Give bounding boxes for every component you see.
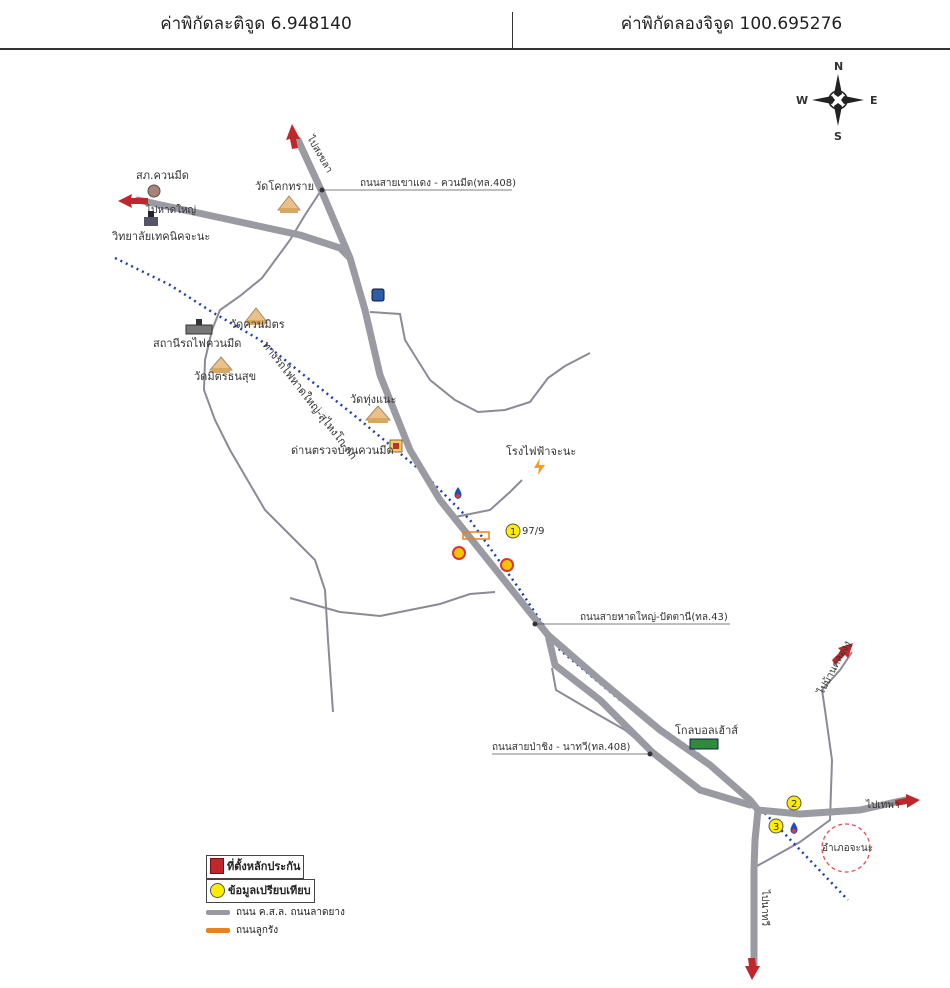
longitude-label: ค่าพิกัดลองจิจูด 100.695276 xyxy=(620,14,843,34)
marker-3[interactable]: 3 xyxy=(768,818,784,834)
police-icon xyxy=(147,184,161,198)
label-road-408-south: ถนนสายป่าชิง - นาทวี(ทล.408) xyxy=(492,741,630,753)
bank-icon xyxy=(371,288,385,302)
latitude-label: ค่าพิกัดละติจูด 6.948140 xyxy=(160,14,352,34)
label-police: สภ.ควนมีด xyxy=(136,169,189,182)
laterite-road-swatch xyxy=(206,927,230,933)
label-road-408-north: ถนนสายเขาแดง - ควนมีด(ทล.408) xyxy=(360,177,516,189)
checkpoint-icon xyxy=(389,439,403,453)
legend-comparison: ข้อมูลเปรียบเทียบ xyxy=(206,879,376,903)
temple-icon xyxy=(243,307,269,325)
legend-laterite-road: ถนนลูกรัง xyxy=(206,921,376,939)
legend-paved-road: ถนน ค.ส.ล. ถนนลาดยาง xyxy=(206,903,376,921)
marker-1-label: 97/9 xyxy=(522,526,544,537)
ptt-gas-icon xyxy=(790,822,798,834)
laterite-road-segment xyxy=(462,531,490,540)
marker-1[interactable]: 1 xyxy=(505,523,521,539)
shell-gas-icon xyxy=(452,546,466,560)
paved-road-swatch xyxy=(206,909,230,915)
label-global-house: โกลบอลเฮ้าส์ xyxy=(675,723,738,737)
label-road-43: ถนนสายหาดใหญ่-ปัตตานี(ทล.43) xyxy=(580,611,728,623)
ptt-gas-icon xyxy=(454,487,462,499)
label-station: สถานีรถไฟควนมีด xyxy=(153,337,241,350)
guarantee-swatch xyxy=(210,858,224,874)
label-wat-thung-nae: วัดทุ่งแนะ xyxy=(350,393,396,406)
label-district: อำเภอจะนะ xyxy=(822,843,873,854)
svg-text:3: 3 xyxy=(773,822,779,833)
label-wat-khuan-mit: วัดควนมิตร xyxy=(230,318,285,331)
compass-n: N xyxy=(834,60,843,73)
label-to-thepha: ไปเทพา xyxy=(865,799,900,811)
compass-s: S xyxy=(834,130,842,143)
coordinates-header: ค่าพิกัดละติจูด 6.948140 ค่าพิกัดลองจิจู… xyxy=(0,0,950,50)
train-station-icon xyxy=(185,319,213,335)
label-to-hatyai: ไปหาดใหญ่ xyxy=(145,204,196,216)
label-to-ban-khlong-ngu: ไปบ้านคลองงู xyxy=(815,639,854,698)
temple-icon xyxy=(276,195,302,213)
temple-icon xyxy=(208,356,234,373)
legend-guarantee: ที่ตั้งหลักประกัน xyxy=(206,855,376,879)
header-divider xyxy=(512,12,513,50)
school-icon xyxy=(144,211,158,226)
label-power-plant: โรงไฟฟ้าจะนะ xyxy=(506,444,576,458)
location-map[interactable]: N S E W ทางรถไฟหาดใหญ่-สุไหงโก-ลก ไปสงขล… xyxy=(0,50,950,988)
svg-text:1: 1 xyxy=(510,527,516,538)
comparison-swatch xyxy=(210,882,225,898)
global-house-icon xyxy=(689,738,719,750)
district-circle xyxy=(821,823,871,873)
power-plant-icon xyxy=(534,458,545,475)
compass-w: W xyxy=(796,94,808,107)
temple-icon xyxy=(364,405,392,423)
marker-2[interactable]: 2 xyxy=(786,795,802,811)
minor-roads xyxy=(202,191,853,867)
compass-rose-icon: N S E W xyxy=(796,60,878,143)
compass-e: E xyxy=(870,94,878,107)
map-legend: ที่ตั้งหลักประกัน ข้อมูลเปรียบเทียบ ถนน … xyxy=(206,855,376,939)
svg-text:2: 2 xyxy=(791,799,797,810)
railway-line xyxy=(114,256,849,901)
label-to-natawee: ไปนาทวี xyxy=(759,889,771,926)
direction-arrow-icon xyxy=(118,124,920,980)
main-roads xyxy=(134,136,909,969)
label-college: วิทยาลัยเทคนิคจะนะ xyxy=(111,230,210,243)
label-wat-khok-sai: วัดโคกทราย xyxy=(255,179,314,193)
label-wat-mit-thon: วัดมิตรธนสุข xyxy=(194,370,256,383)
label-checkpoint: ด่านตรวจบ้านควนมีด xyxy=(291,444,394,457)
shell-gas-icon xyxy=(500,558,514,572)
